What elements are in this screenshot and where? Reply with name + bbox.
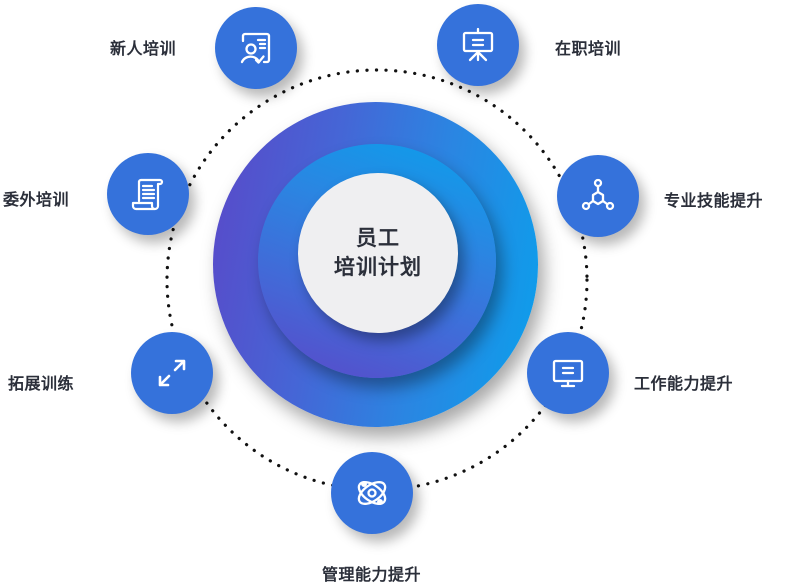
label-professional-skills: 专业技能提升 (664, 191, 764, 210)
scroll-document-icon (131, 178, 164, 211)
atom-icon (357, 481, 387, 505)
presentation-board-icon (462, 27, 494, 62)
node-outsourced-training (107, 153, 189, 235)
center-title-line1: 员工 (356, 226, 400, 250)
molecule-network-icon (581, 178, 615, 211)
center-title-line2: 培训计划 (334, 255, 422, 279)
label-management-ability: 管理能力提升 (322, 565, 422, 584)
node-work-ability (527, 332, 609, 414)
label-outward-bound-training: 拓展训练 (8, 374, 75, 393)
monitor-icon (552, 359, 584, 388)
resume-person-icon (240, 32, 271, 64)
center-title-circle: 员工 培训计划 (298, 173, 458, 333)
node-management-ability (331, 452, 413, 534)
label-new-hire-training: 新人培训 (110, 39, 177, 58)
node-on-the-job-training (437, 4, 519, 86)
node-professional-skills (557, 155, 639, 237)
node-outward-bound-training (131, 332, 213, 414)
expand-arrows-icon (158, 359, 186, 387)
label-work-ability: 工作能力提升 (634, 374, 734, 393)
node-new-hire-training (215, 7, 297, 89)
label-on-the-job-training: 在职培训 (555, 39, 622, 58)
label-outsourced-training: 委外培训 (3, 190, 70, 209)
